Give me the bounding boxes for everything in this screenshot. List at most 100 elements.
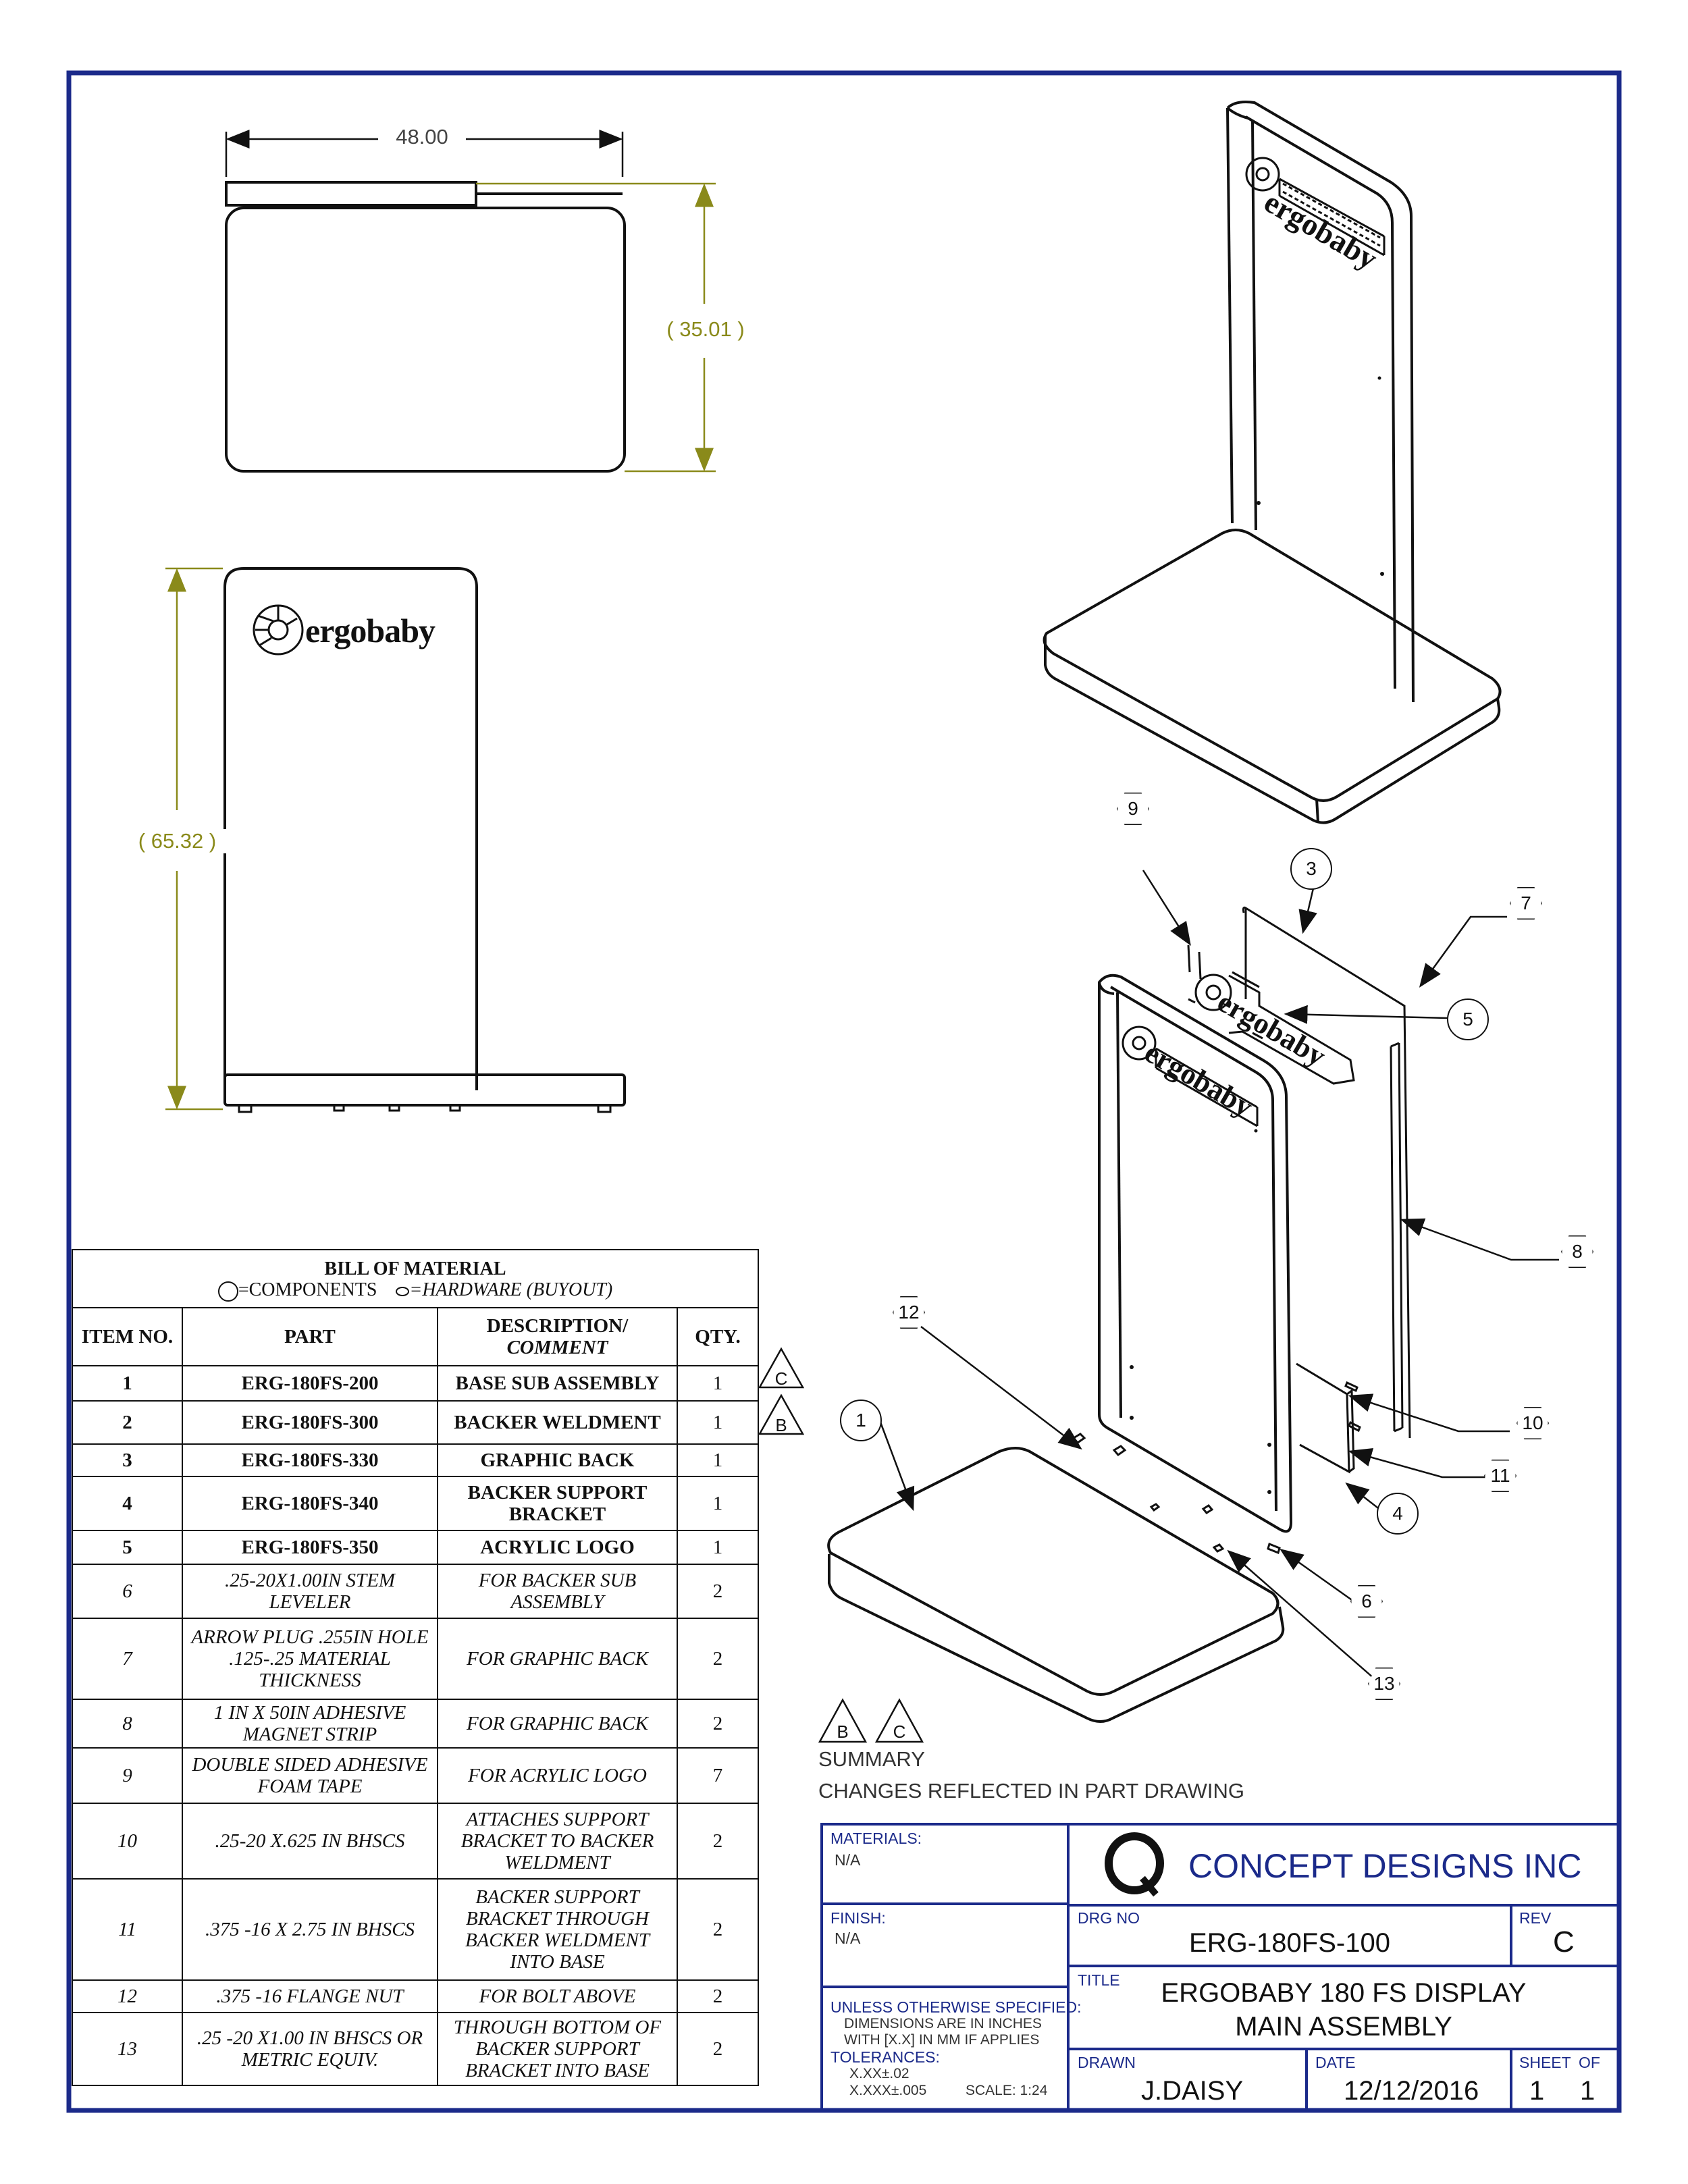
bom-qty: 1 — [676, 1443, 760, 1477]
bom-part: ERG-180FS-300 — [182, 1400, 438, 1445]
bom-description: ACRYLIC LOGO — [437, 1530, 678, 1565]
drg-no-label: DRG NO — [1078, 1909, 1140, 1927]
col-qty: QTY. — [676, 1307, 760, 1366]
col-part: PART — [182, 1307, 438, 1366]
rev-label: REV — [1519, 1909, 1552, 1927]
base-part — [827, 1447, 1285, 1723]
balloon-13: 13 — [1368, 1668, 1400, 1700]
bom-item-no: 2 — [72, 1400, 183, 1445]
materials-label: MATERIALS: — [830, 1830, 922, 1847]
title-line-2: MAIN ASSEMBLY — [1235, 2012, 1452, 2042]
balloon-leaders — [878, 870, 1559, 1684]
height-dimension — [165, 567, 223, 1111]
bom-description: FOR ACRYLIC LOGO — [437, 1747, 678, 1804]
bom-qty: 2 — [676, 1618, 760, 1700]
scale: SCALE: 1:24 — [966, 2083, 1048, 2098]
drawn-label: DRAWN — [1078, 2054, 1136, 2071]
bom-item-no: 6 — [72, 1564, 183, 1619]
bom-description: THROUGH BOTTOM OF BACKER SUPPORT BRACKET… — [437, 2012, 678, 2086]
col-description: DESCRIPTION/COMMENT — [437, 1307, 678, 1366]
bom-description: FOR BOLT ABOVE — [437, 1979, 678, 2013]
bom-part: ERG-180FS-200 — [182, 1365, 438, 1402]
company-logo-icon — [1105, 1832, 1164, 1897]
date-label: DATE — [1315, 2054, 1356, 2071]
iso-assembled-holes — [1257, 376, 1384, 576]
bom-row: 13.25 -20 X1.00 IN BHSCS OR METRIC EQUIV… — [72, 2012, 760, 2086]
rev-summary-text: CHANGES REFLECTED IN PART DRAWING — [818, 1779, 1244, 1803]
rev-triangle-c — [758, 1347, 805, 1389]
bom-item-no: 12 — [72, 1979, 183, 2013]
bom-legend-hardware: =HARDWARE (BUYOUT) — [409, 1279, 613, 1301]
bom-qty: 7 — [676, 1747, 760, 1804]
bom-description: GRAPHIC BACK — [437, 1443, 678, 1477]
bom-part: .25-20 X.625 IN BHSCS — [182, 1803, 438, 1880]
bom-qty: 1 — [676, 1530, 760, 1565]
bom-qty: 2 — [676, 1564, 760, 1619]
bom-item-no: 7 — [72, 1618, 183, 1700]
date-value: 12/12/2016 — [1344, 2076, 1479, 2106]
bom-qty: 2 — [676, 1979, 760, 2013]
bom-legend-components: =COMPONENTS — [238, 1279, 377, 1301]
bom-part: .25 -20 X1.00 IN BHSCS OR METRIC EQUIV. — [182, 2012, 438, 2086]
title-line-1: ERGOBABY 180 FS DISPLAY — [1161, 1978, 1527, 2008]
rev-summary-b: B — [837, 1722, 849, 1742]
balloon-7: 7 — [1510, 887, 1542, 920]
balloon-10: 10 — [1516, 1407, 1549, 1439]
balloon-8: 8 — [1561, 1235, 1593, 1268]
rev-summary-c: C — [893, 1722, 906, 1742]
backer-weldment-logo — [1122, 1026, 1259, 1127]
drg-no: ERG-180FS-100 — [1189, 1928, 1390, 1958]
hardware-oval-icon — [396, 1286, 410, 1296]
bom-description: ATTACHES SUPPORT BRACKET TO BACKER WELDM… — [437, 1803, 678, 1880]
balloon-1: 1 — [840, 1400, 882, 1441]
rev-tags-bom — [758, 1347, 805, 1435]
front-view — [223, 567, 626, 1113]
acrylic-logo-part — [1194, 971, 1355, 1085]
bom-header: BILL OF MATERIAL =COMPONENTS =HARDWARE (… — [71, 1249, 760, 1308]
rev-summary-label: SUMMARY — [818, 1747, 925, 1771]
support-bracket-part — [1296, 1362, 1355, 1474]
bom-part: ERG-180FS-350 — [182, 1530, 438, 1565]
balloon-11: 11 — [1484, 1460, 1516, 1492]
sheet-number: 1 — [1529, 2076, 1545, 2106]
bom-item-no: 9 — [72, 1747, 183, 1804]
top-view — [225, 181, 626, 473]
height-dim-label: ( 65.32 ) — [125, 829, 230, 853]
dims-note-2: WITH [X.X] IN MM IF APPLIES — [844, 2032, 1040, 2048]
bom-item-no: 11 — [72, 1878, 183, 1981]
bom-qty: 1 — [676, 1476, 760, 1531]
balloon-6: 6 — [1350, 1585, 1383, 1618]
width-dim-label: 48.00 — [378, 125, 466, 149]
bom-part: .375 -16 FLANGE NUT — [182, 1979, 438, 2013]
bom-qty: 2 — [676, 1803, 760, 1880]
depth-dim-label: ( 35.01 ) — [655, 317, 756, 342]
rev-triangle-b — [758, 1393, 805, 1435]
front-logo-text: ergobaby — [305, 612, 436, 649]
dims-note-1: DIMENSIONS ARE IN INCHES — [844, 2016, 1042, 2031]
col-item-no: ITEM NO. — [72, 1307, 183, 1366]
rev-tag-b-label: B — [775, 1415, 787, 1435]
depth-dimension — [476, 182, 716, 473]
bom-item-no: 1 — [72, 1365, 183, 1402]
bom-part: .375 -16 X 2.75 IN BHSCS — [182, 1878, 438, 1981]
bom-item-no: 4 — [72, 1476, 183, 1531]
bom-item-no: 3 — [72, 1443, 183, 1477]
bom-qty: 1 — [676, 1400, 760, 1445]
company-name: CONCEPT DESIGNS INC — [1188, 1847, 1582, 1885]
unless-label: UNLESS OTHERWISE SPECIFIED: — [830, 1998, 1082, 2016]
backer-weldment-part — [1098, 974, 1293, 1533]
bom-qty: 2 — [676, 2012, 760, 2086]
bom-qty: 2 — [676, 1699, 760, 1749]
bom-description: FOR GRAPHIC BACK — [437, 1618, 678, 1700]
bom-column-headers: ITEM NO. PART DESCRIPTION/COMMENT QTY. — [72, 1307, 760, 1366]
